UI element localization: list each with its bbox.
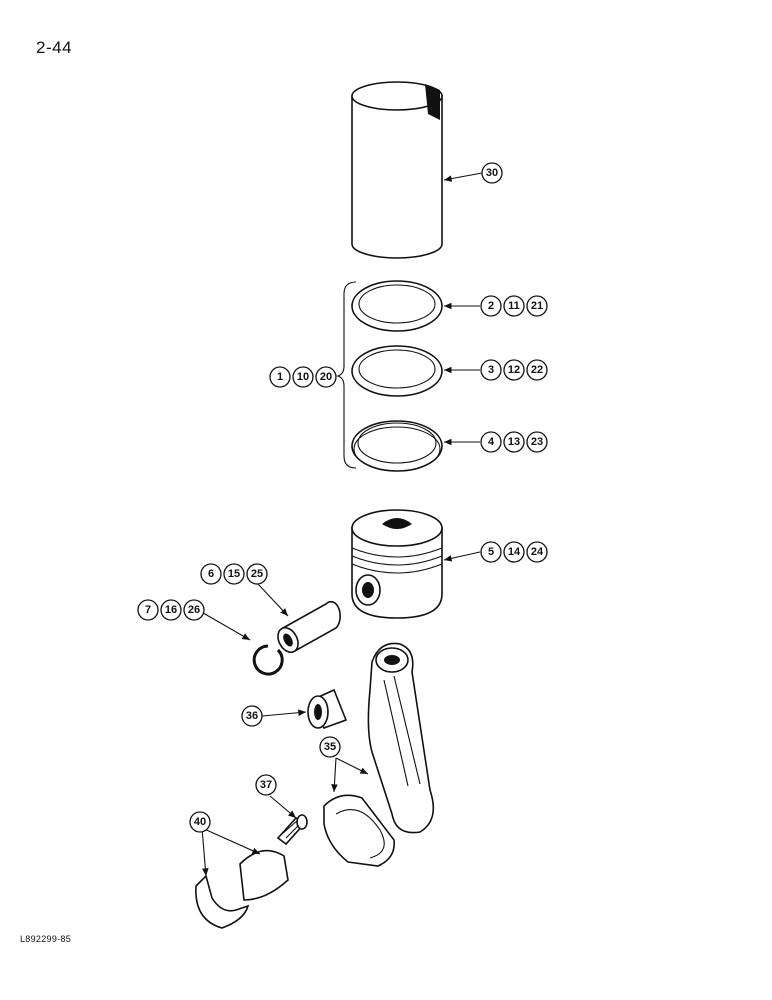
bearing-shell-upper <box>239 849 289 901</box>
small-end-bushing <box>307 688 348 730</box>
svg-text:22: 22 <box>531 364 543 376</box>
compression-ring-second <box>351 345 443 397</box>
page-number: 2-44 <box>36 38 73 57</box>
svg-text:1: 1 <box>277 371 283 383</box>
svg-text:20: 20 <box>320 371 332 383</box>
svg-text:15: 15 <box>228 568 240 580</box>
callout-5: 5 <box>480 541 502 563</box>
callout-3: 3 <box>480 359 502 381</box>
callout-23: 23 <box>526 431 548 453</box>
callout-40: 40 <box>189 811 211 833</box>
svg-text:40: 40 <box>194 816 206 828</box>
svg-text:26: 26 <box>188 604 200 616</box>
compression-ring-top <box>351 280 443 332</box>
callout-20: 20 <box>315 366 337 388</box>
callout-1: 1 <box>269 366 291 388</box>
piston-pin <box>277 600 341 654</box>
callout-4: 4 <box>480 431 502 453</box>
cylinder-sleeve <box>351 81 443 259</box>
callout-15: 15 <box>223 563 245 585</box>
callout-7: 7 <box>137 599 159 621</box>
callout-36: 36 <box>241 705 263 727</box>
svg-text:25: 25 <box>251 568 263 580</box>
svg-text:2: 2 <box>488 300 494 312</box>
svg-text:21: 21 <box>531 300 543 312</box>
callout-16: 16 <box>160 599 182 621</box>
svg-text:35: 35 <box>324 741 336 753</box>
svg-text:5: 5 <box>488 546 494 558</box>
svg-text:13: 13 <box>508 436 520 448</box>
svg-text:37: 37 <box>260 779 272 791</box>
ring-set-bracket <box>336 281 357 469</box>
callout-21: 21 <box>526 295 548 317</box>
callout-13: 13 <box>503 431 525 453</box>
callout-14: 14 <box>503 541 525 563</box>
svg-text:10: 10 <box>297 371 309 383</box>
svg-text:36: 36 <box>246 710 258 722</box>
callout-12: 12 <box>503 359 525 381</box>
callout-30: 30 <box>481 162 503 184</box>
piston <box>351 509 443 619</box>
svg-text:7: 7 <box>145 604 151 616</box>
snap-ring <box>252 644 284 676</box>
callout-37: 37 <box>255 774 277 796</box>
svg-text:11: 11 <box>508 300 520 312</box>
callout-24: 24 <box>526 541 548 563</box>
callout-2: 2 <box>480 295 502 317</box>
svg-text:4: 4 <box>488 436 495 448</box>
callout-35: 35 <box>319 736 341 758</box>
leader-lines <box>197 172 483 877</box>
callout-11: 11 <box>503 295 525 317</box>
bearing-shell-lower <box>195 874 250 929</box>
callout-10: 10 <box>292 366 314 388</box>
callout-26: 26 <box>183 599 205 621</box>
drawing-code: L892299-85 <box>20 934 72 944</box>
svg-text:14: 14 <box>508 546 521 558</box>
callout-25: 25 <box>246 563 268 585</box>
connecting-rod <box>323 642 435 867</box>
connecting-rod-bolt <box>276 814 308 846</box>
svg-text:12: 12 <box>508 364 520 376</box>
svg-text:23: 23 <box>531 436 543 448</box>
svg-text:6: 6 <box>208 568 214 580</box>
svg-text:3: 3 <box>488 364 494 376</box>
oil-control-ring <box>351 420 443 472</box>
svg-text:30: 30 <box>486 167 498 179</box>
svg-text:16: 16 <box>165 604 177 616</box>
svg-text:24: 24 <box>531 546 544 558</box>
callout-6: 6 <box>200 563 222 585</box>
callout-22: 22 <box>526 359 548 381</box>
